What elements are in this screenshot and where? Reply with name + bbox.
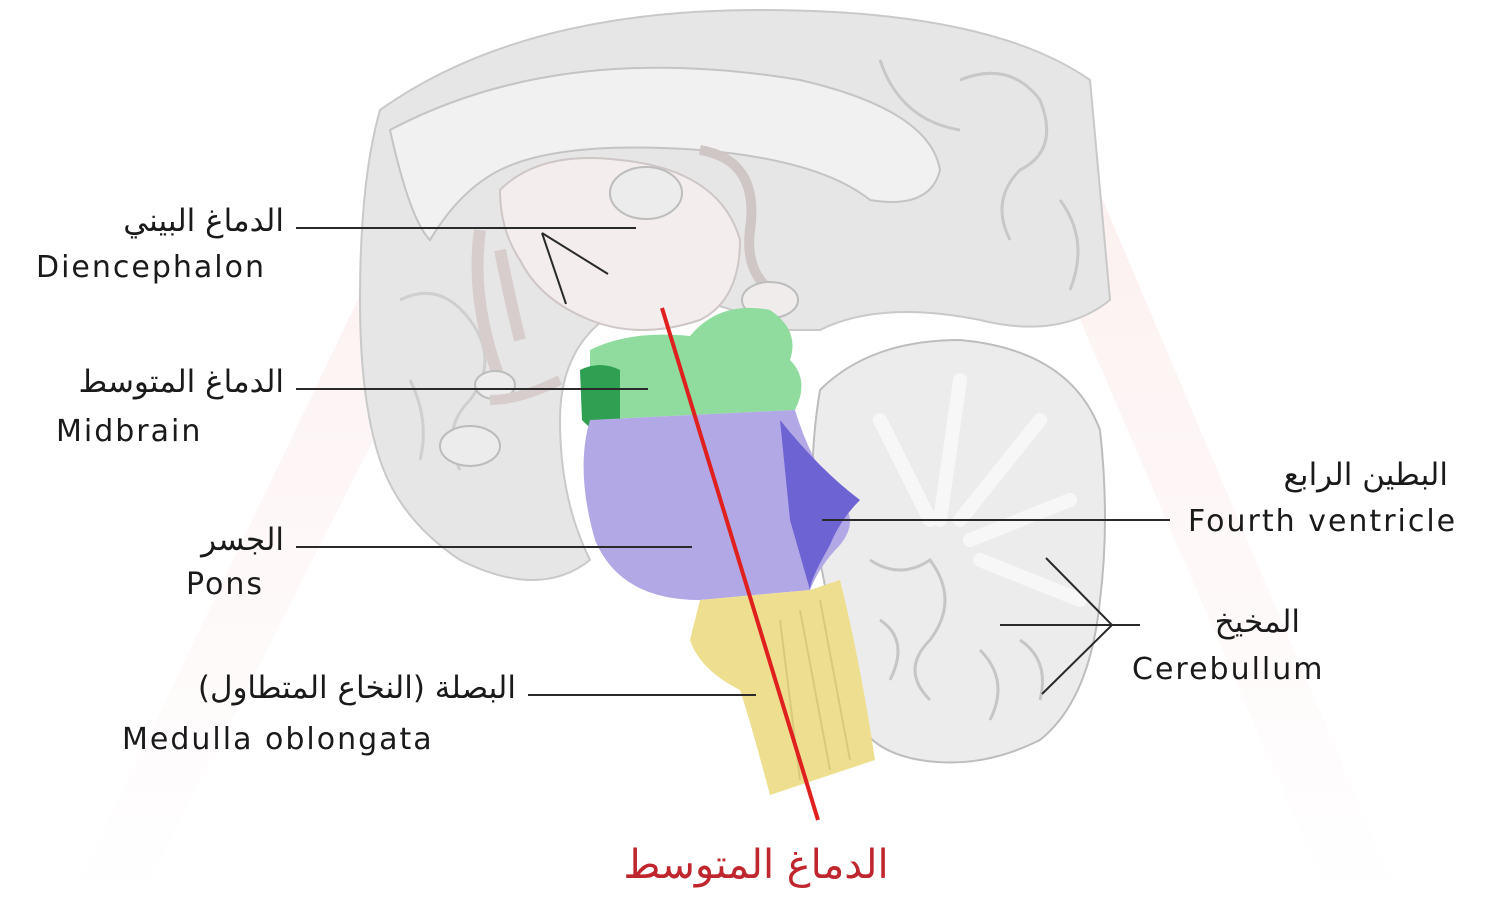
medulla-label-en: Medulla oblongata xyxy=(122,725,434,755)
figure-caption: الدماغ المتوسط xyxy=(0,842,1512,888)
interthalamic-adhesion xyxy=(610,167,682,219)
diencephalon-label-en: Diencephalon xyxy=(36,253,266,283)
diencephalon-label-ar: الدماغ البيني xyxy=(40,206,284,237)
midbrain-label-en: Midbrain xyxy=(56,417,202,447)
medulla-label-ar: البصلة (النخاع المتطاول) xyxy=(80,673,516,704)
midbrain-label-ar: الدماغ المتوسط xyxy=(4,367,284,398)
cerebellum-label-en: Cerebullum xyxy=(1132,655,1325,685)
fourth-ventricle-label-ar: البطين الرابع xyxy=(1200,460,1448,491)
pituitary xyxy=(440,426,500,466)
pons-label-ar: الجسر xyxy=(150,525,284,556)
fourth-ventricle-label-en: Fourth ventricle xyxy=(1188,507,1457,537)
pons-label-en: Pons xyxy=(186,570,264,600)
medulla-region xyxy=(690,580,875,795)
cerebellum-label-ar: المخيخ xyxy=(1150,607,1300,638)
